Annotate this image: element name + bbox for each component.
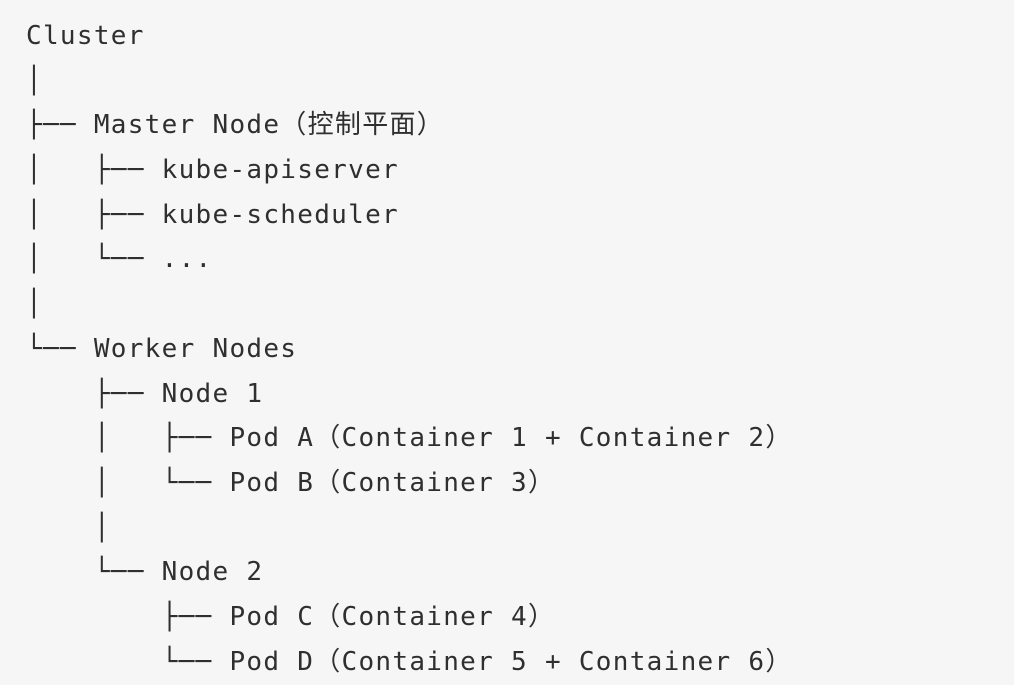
- tree-line-pod-d: └── Pod D（Container 5 + Container 6）: [26, 646, 793, 677]
- tree-line-master-node: ├── Master Node（控制平面）: [26, 110, 445, 141]
- tree-line-node-1: ├── Node 1: [26, 378, 264, 409]
- tree-line-worker-nodes: └── Worker Nodes: [26, 333, 298, 364]
- tree-line-node-2: └── Node 2: [26, 557, 264, 588]
- tree-line-root: Cluster: [26, 21, 145, 51]
- tree-line-pod-a: │ ├── Pod A（Container 1 + Container 2）: [26, 423, 793, 454]
- tree-line-pod-c: ├── Pod C（Container 4）: [26, 601, 556, 632]
- tree-line-ellipsis: │ └── ...: [26, 244, 213, 275]
- tree-line: │: [26, 65, 43, 96]
- tree-line-pod-b: │ └── Pod B（Container 3）: [26, 467, 556, 498]
- tree-line: │: [26, 512, 111, 543]
- tree-line-kube-apiserver: │ ├── kube-apiserver: [26, 155, 399, 186]
- tree-line: │: [26, 289, 43, 320]
- tree-line-kube-scheduler: │ ├── kube-scheduler: [26, 199, 399, 230]
